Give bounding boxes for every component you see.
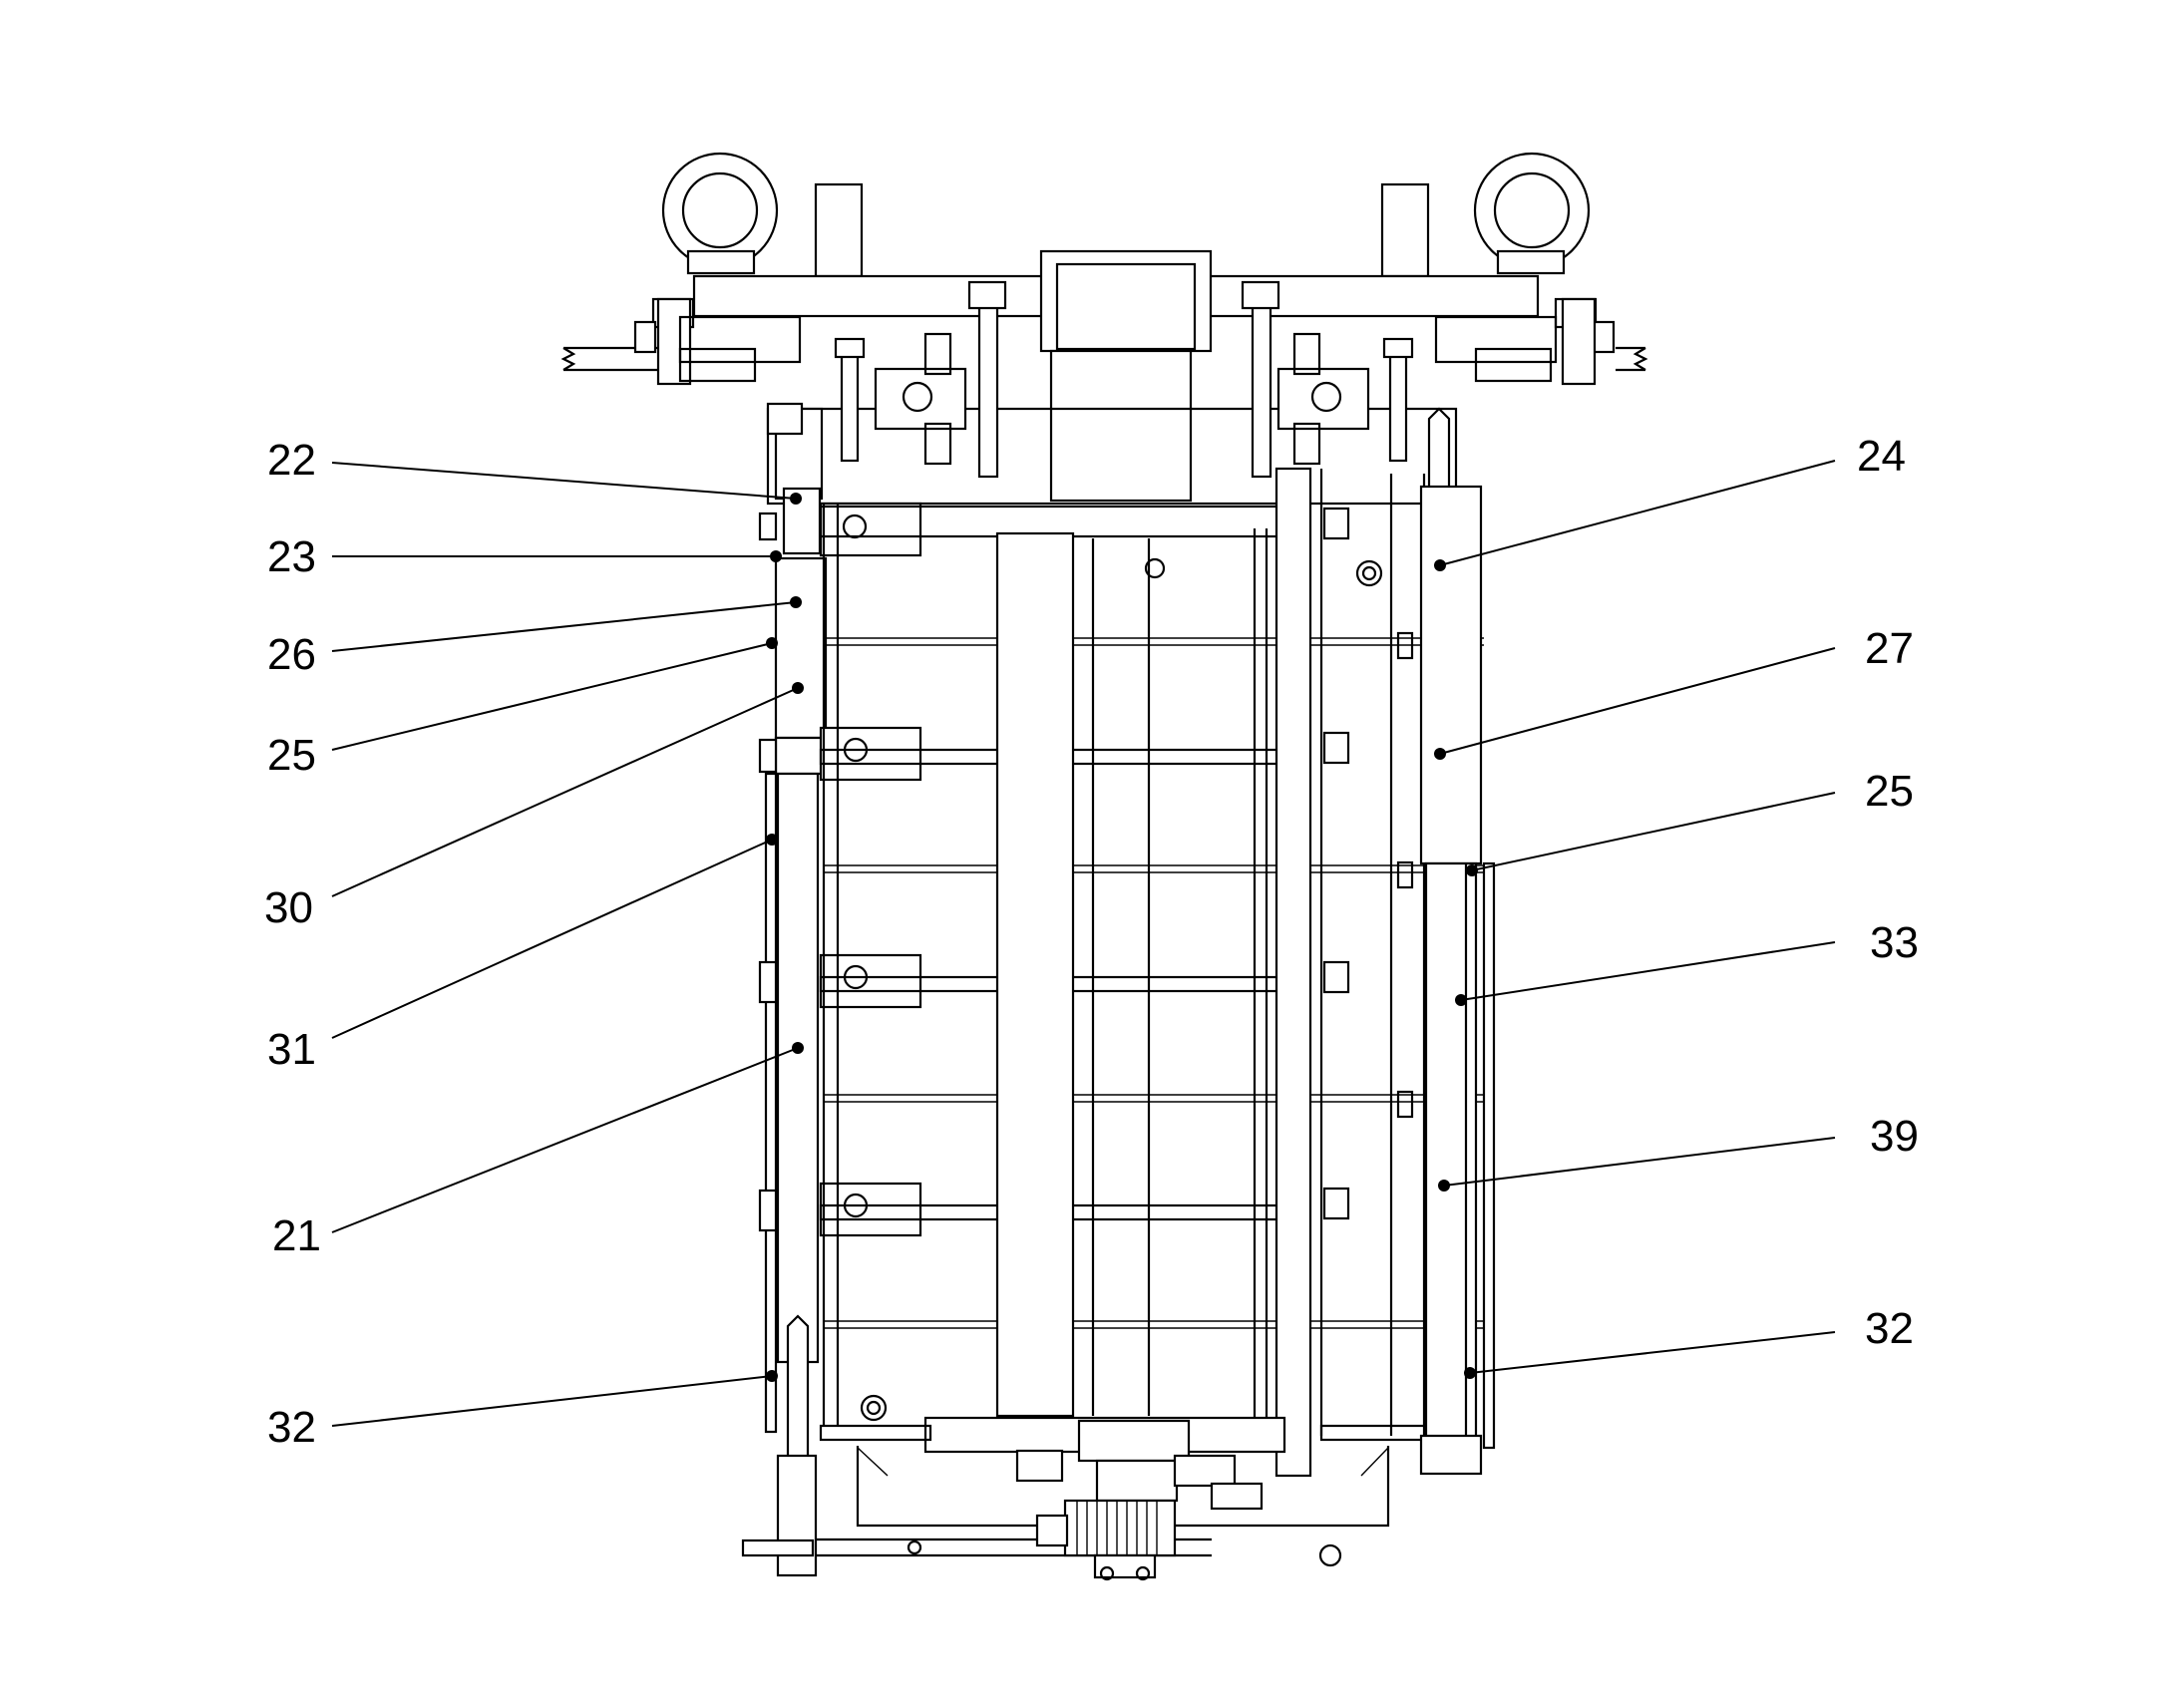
label-33: 33: [1870, 918, 1919, 967]
label-23: 23: [267, 532, 316, 581]
clamp-left: [874, 332, 967, 466]
label-26: 26: [267, 630, 316, 679]
right-column: [1419, 407, 1496, 1476]
top-assembly: [560, 152, 1648, 506]
label-27: 27: [1865, 624, 1914, 673]
lifting-eye-left: [661, 152, 779, 275]
left-column: [741, 402, 828, 1577]
lifting-eye-right: [1473, 152, 1591, 275]
leader-lines: [331, 460, 1836, 1427]
label-32-left: 32: [267, 1403, 316, 1452]
label-30: 30: [264, 883, 313, 932]
label-32-right: 32: [1865, 1304, 1914, 1353]
label-22: 22: [267, 436, 316, 485]
label-21: 21: [272, 1211, 321, 1260]
label-31: 31: [267, 1025, 316, 1074]
drive-assembly: [1015, 1419, 1264, 1581]
label-25-right: 25: [1865, 767, 1914, 816]
label-39: 39: [1870, 1112, 1919, 1161]
left-clamp-rows: [819, 502, 922, 1237]
reference-labels: 22 23 26 25 30 31 21 32 24 27 25 33 39 3…: [264, 432, 1919, 1452]
label-25-left: 25: [267, 731, 316, 780]
clamp-right: [1276, 332, 1370, 466]
frame: [816, 467, 1484, 1567]
label-24: 24: [1857, 432, 1906, 481]
